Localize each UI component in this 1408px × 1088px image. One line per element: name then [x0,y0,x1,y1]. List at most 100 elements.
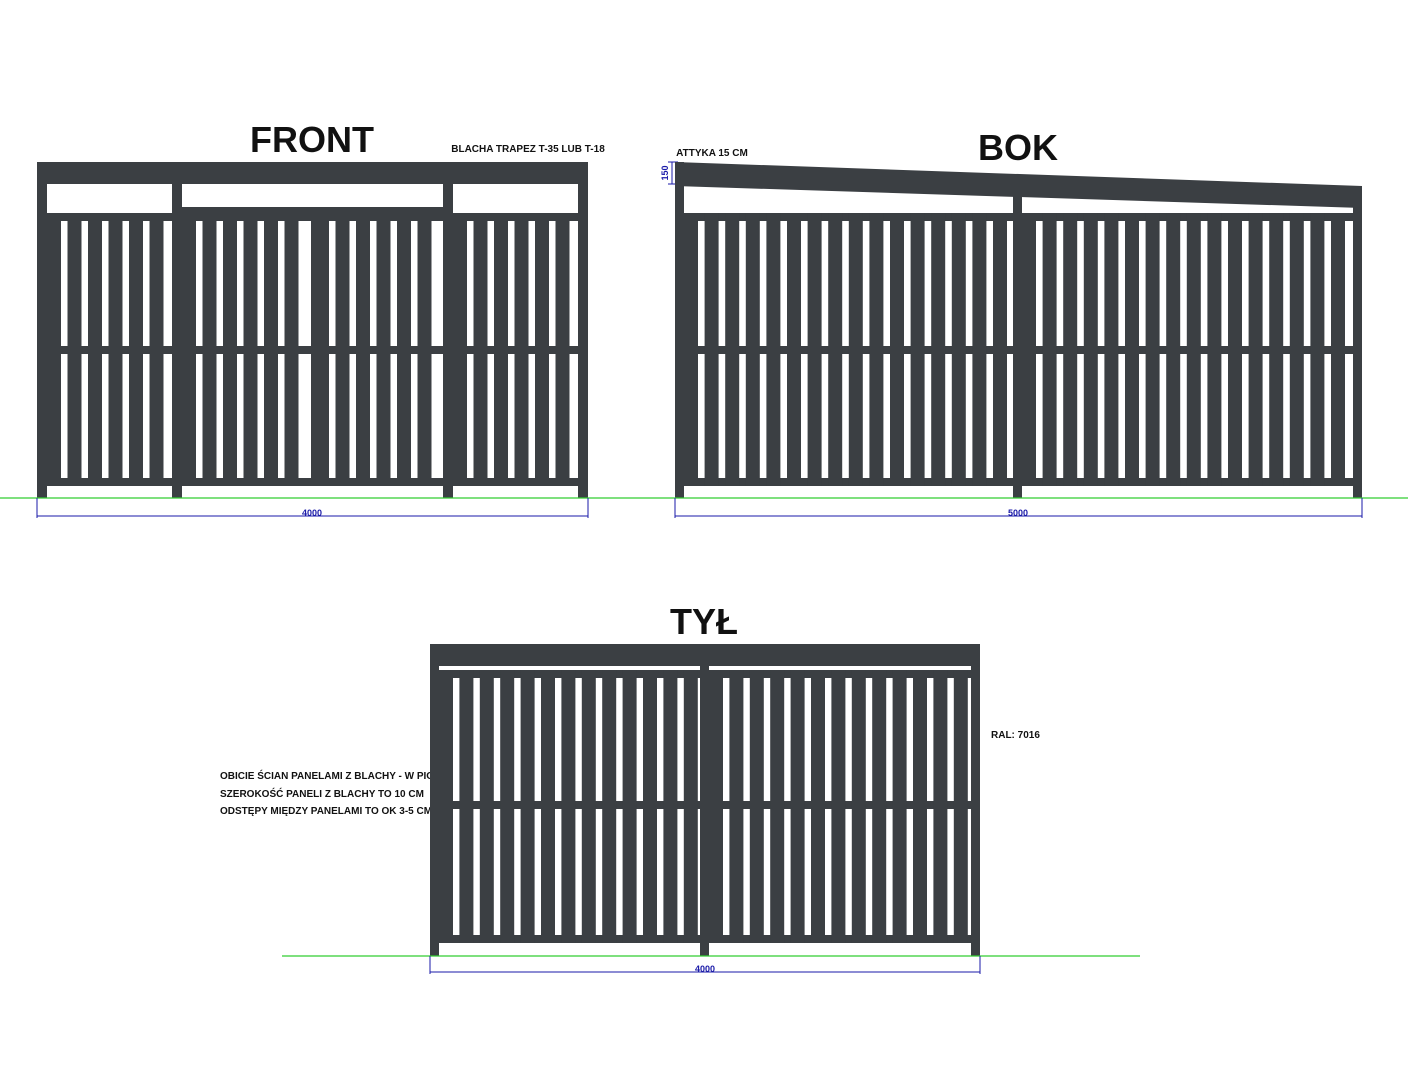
back-wall-slats [439,670,968,943]
wall-slat [770,670,785,943]
wall-slat [1104,213,1119,486]
wall-slat [933,670,948,943]
wall-slat [1083,213,1098,486]
front-post-mid-left [172,162,182,498]
wall-slat [1145,213,1160,486]
front-structure [37,162,588,498]
wall-slat [663,670,678,943]
wall-slat [555,213,570,486]
front-gate-seam [311,213,315,486]
back-title: TYŁ [670,601,738,642]
wall-slat [149,213,164,486]
wall-slat [1042,213,1057,486]
wall-slat [67,213,82,486]
side-title: BOK [978,127,1058,168]
wall-slat [108,213,123,486]
side-middle-rail [684,346,1353,354]
wall-slat [872,670,887,943]
side-width-label: 5000 [1008,508,1028,518]
wall-slat [1166,213,1181,486]
wall-slat [993,213,1007,486]
side-structure [675,162,1362,498]
wall-slat [766,213,781,486]
back-roof-beam [430,644,980,666]
wall-slat [602,670,617,943]
wall-slat [1063,213,1078,486]
wall-slat [890,213,904,486]
wall-slat [1289,213,1304,486]
wall-slat [243,213,258,486]
wall-slat [459,670,474,943]
wall-slat [951,213,966,486]
wall-slat [931,213,946,486]
back-note-line-2: SZEROKOŚĆ PANELI Z BLACHY TO 10 CM [220,787,424,800]
wall-slat [88,213,102,486]
wall-slat [335,213,350,486]
wall-slat [473,213,488,486]
wall-slat [851,670,866,943]
wall-slat [1331,213,1345,486]
side-elevation: BOK ATTYKA 15 CM 150 5000 [640,127,1408,518]
back-post-middle [700,666,709,956]
wall-slat [581,670,596,943]
wall-slat [831,670,846,943]
wall-slat [1186,213,1201,486]
front-wall-slats [47,213,570,486]
wall-slat [622,670,637,943]
wall-slat [453,213,467,486]
wall-slat [684,213,698,486]
back-post-left [430,644,439,956]
back-color-note: RAL: 7016 [991,730,1040,741]
wall-slat [709,670,723,943]
wall-slat [729,670,744,943]
back-post-right [971,644,980,956]
wall-slat [356,213,370,486]
wall-slat [520,670,535,943]
back-wall-notes: OBICIE ŚCIAN PANELAMI Z BLACHY - W PIONI… [220,769,451,817]
front-gate-header [182,207,443,215]
wall-slat [848,213,863,486]
back-width-label: 4000 [695,964,715,974]
back-dimension: 4000 [429,956,981,974]
wall-slat [397,213,411,486]
wall-slat [202,213,217,486]
wall-slat [811,670,825,943]
wall-slat [725,213,740,486]
wall-slat [541,670,555,943]
wall-slat [683,670,698,943]
front-elevation: FRONT BLACHA TRAPEZ T-35 LUB T-18 [0,119,640,518]
side-post-right [1353,186,1362,498]
front-title: FRONT [250,119,374,160]
wall-slat [643,670,657,943]
wall-slat [787,213,801,486]
wall-slat [1125,213,1139,486]
wall-slat [1248,213,1263,486]
wall-slat [828,213,843,486]
side-attic-note: ATTYKA 15 CM [676,148,748,159]
wall-slat [1228,213,1242,486]
wall-slat [315,213,329,486]
side-post-middle [1013,184,1022,498]
wall-slat [1207,213,1222,486]
wall-slat [284,213,299,486]
wall-slat [264,213,278,486]
side-wall-slats [684,213,1345,486]
wall-slat [514,213,529,486]
wall-slat [1310,213,1325,486]
side-attic-label: 150 [660,165,670,180]
side-dimension: 5000 [674,498,1363,518]
wall-slat [494,213,508,486]
back-bottom-rail [439,935,971,943]
wall-slat [807,213,822,486]
back-elevation: TYŁ RAL: 7016 OBICIE ŚCIAN PANELAMI Z BL… [220,601,1140,974]
wall-slat [972,213,987,486]
wall-slat [953,670,968,943]
wall-slat [1269,213,1284,486]
wall-slat [745,213,760,486]
front-roof-beam [37,162,588,184]
wall-slat [47,213,61,486]
wall-slat [535,213,549,486]
back-top-rail [439,670,971,678]
side-post-left [675,162,684,498]
